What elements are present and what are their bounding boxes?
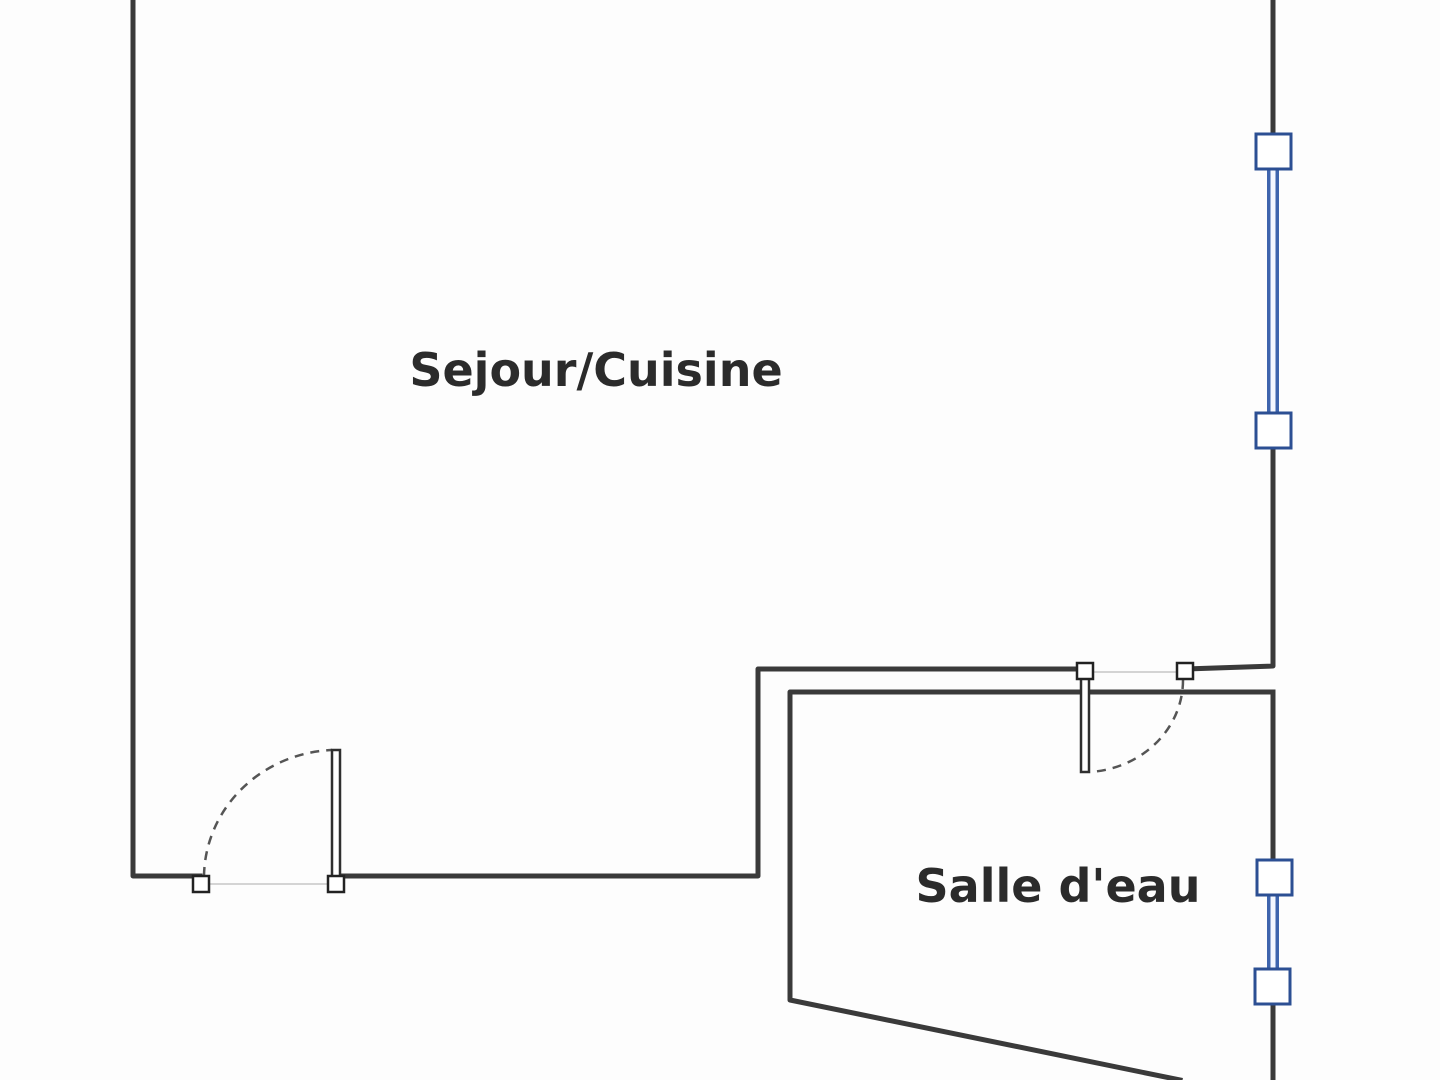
bathroom-door-hinge-handle[interactable] [1075,661,1095,681]
bathroom-door-leaf[interactable] [1079,674,1091,774]
bathroom-window-bottom-handle[interactable] [1253,967,1292,1006]
entry-door-leaf[interactable] [330,748,342,880]
living-room-window-top-handle[interactable] [1254,132,1293,171]
entry-door-latch-handle[interactable] [326,874,346,894]
entry-door-swing-arc [202,748,333,877]
living-room-wall-bottom [333,666,1088,879]
bathroom-door-swing-arc [1089,679,1185,774]
living-room-window-bottom-handle[interactable] [1254,411,1293,450]
living-room-label: Sejour/Cuisine [409,343,782,397]
entry-door-hinge-handle[interactable] [191,874,211,894]
living-room-wall-left [130,0,203,879]
living-room-wall-right [1182,433,1276,672]
bathroom-wall-top-left [787,689,1276,1080]
bathroom-door-latch-handle[interactable] [1175,661,1195,681]
bathroom-window-top-handle[interactable] [1255,858,1294,897]
bathroom-label: Salle d'eau [916,859,1201,913]
